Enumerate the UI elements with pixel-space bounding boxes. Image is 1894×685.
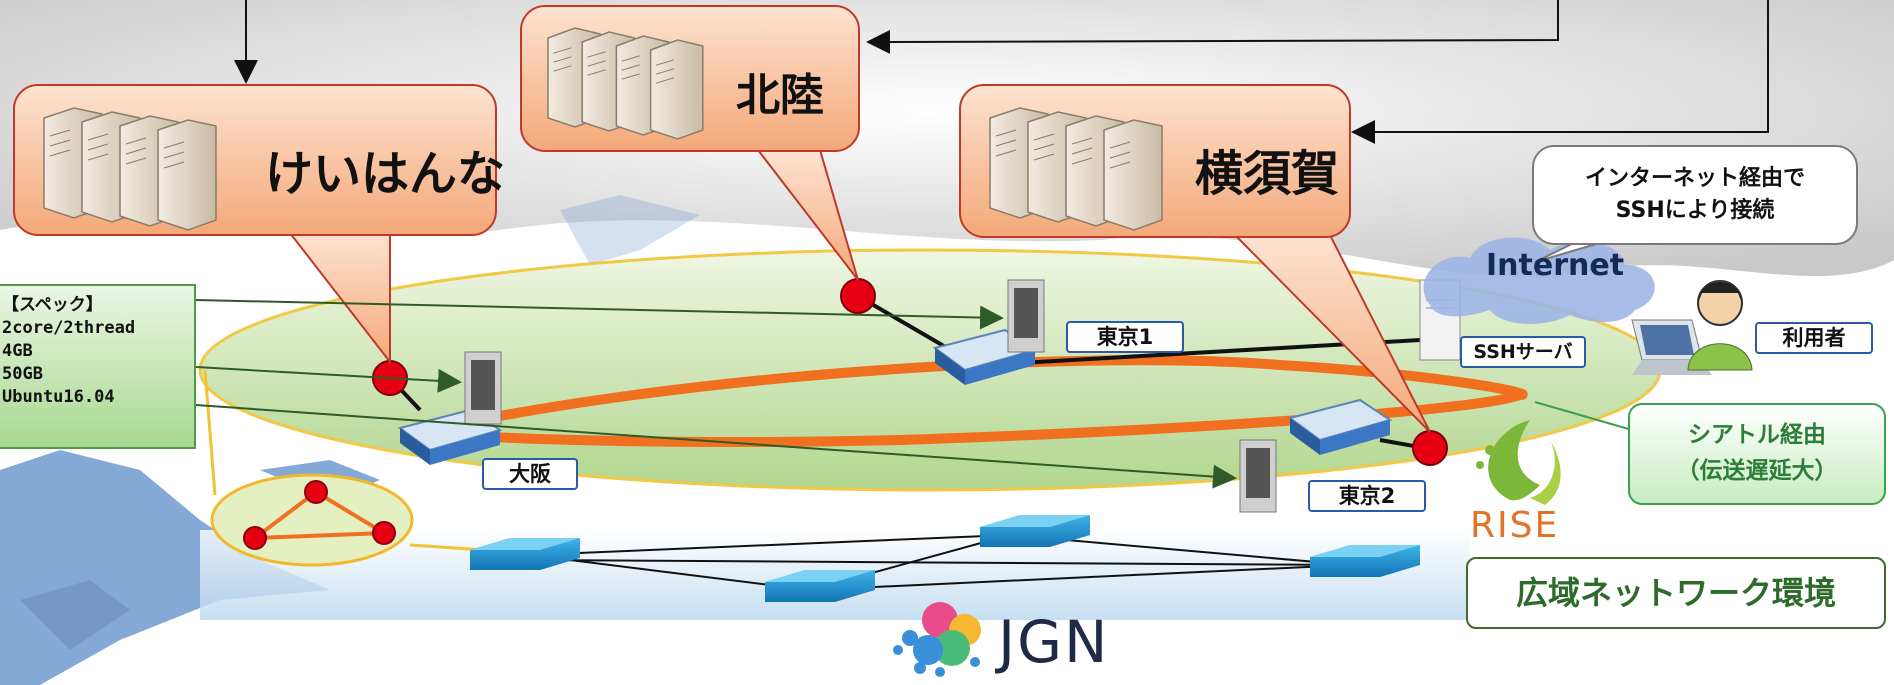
- node-hokuriku: [840, 278, 876, 314]
- server-rack-slot: [1109, 151, 1131, 159]
- spec-line: 50GB: [2, 364, 43, 384]
- server-rack-slot: [553, 56, 572, 63]
- internet-note-line1: インターネット経由で: [1584, 166, 1805, 191]
- server-rack-slot: [1109, 161, 1131, 169]
- server-rack-slot: [553, 65, 572, 72]
- user-person: [1687, 280, 1753, 371]
- server-rack: [157, 119, 217, 231]
- seattle-note-line1: シアトル経由: [1688, 422, 1826, 448]
- server-rack-slot: [1033, 143, 1055, 151]
- server-rack-slot: [163, 141, 185, 149]
- server-rack-slot: [49, 139, 71, 147]
- internet-cloud: [1423, 237, 1655, 325]
- server-rack-slot: [621, 73, 640, 80]
- server-rack-slot: [125, 137, 147, 145]
- server-rack-slot: [655, 68, 675, 75]
- internet-label: Internet: [1486, 248, 1625, 283]
- label-tokyo2: 東京2: [1308, 480, 1426, 512]
- server-rack-slot: [163, 151, 185, 159]
- server-rack-slot: [995, 149, 1017, 157]
- node-yokosuka: [1412, 430, 1448, 466]
- server-rack-slot: [1033, 133, 1055, 141]
- label-user: 利用者: [1755, 322, 1873, 354]
- server-rack-slot: [1071, 157, 1093, 165]
- server-rack-slot: [587, 69, 606, 76]
- switch-2: [980, 515, 1090, 547]
- server-rack-slot: [587, 60, 606, 67]
- server-rack: [649, 39, 704, 140]
- site-title-yokosuka: 横須賀: [1195, 146, 1339, 202]
- server-rack-slot: [125, 147, 147, 155]
- server-rack-slot: [1071, 137, 1093, 145]
- spec-arrows: [195, 299, 1237, 489]
- internet-note-line2: SSHにより接続: [1615, 198, 1775, 223]
- server-rack-slot: [995, 139, 1017, 147]
- spec-box: 【スペック】 2core/2thread 4GB 50GB Ubuntu16.0…: [0, 284, 196, 449]
- server-rack: [1103, 119, 1163, 231]
- label-ssh-server: SSHサーバ: [1460, 336, 1586, 368]
- server-rack-slot: [1033, 153, 1055, 161]
- jgn-logo-mark: [893, 602, 981, 677]
- label-tokyo1: 東京1: [1066, 321, 1184, 353]
- rise-logo-mark: [1476, 420, 1561, 505]
- switch-mesh-lines: [529, 534, 1351, 591]
- server-rack-slot: [587, 51, 606, 58]
- rise-logo-text: RISE: [1470, 505, 1560, 546]
- wan-label: 広域ネットワーク環境: [1466, 557, 1886, 629]
- server-rack-slot: [995, 129, 1017, 137]
- server-tokyo1: [1007, 279, 1045, 353]
- server-rack-slot: [1109, 141, 1131, 149]
- top-arrows: [234, 0, 1769, 144]
- orange-ring: [418, 355, 1528, 448]
- site-title-hokuriku: 北陸: [736, 70, 824, 121]
- router-tokyo2: [1287, 398, 1393, 455]
- server-rack-slot: [163, 161, 185, 169]
- server-rack-slot: [655, 59, 675, 66]
- site-title-keihanna: けいはんな: [265, 146, 505, 202]
- server-rack-slot: [125, 157, 147, 165]
- server-racks: [43, 27, 1163, 231]
- server-rack-slot: [1071, 147, 1093, 155]
- seattle-pointer: [1534, 401, 1633, 431]
- server-rack-slot: [553, 47, 572, 54]
- jgn-logo-text: JGN: [998, 608, 1110, 676]
- spec-line: 2core/2thread: [2, 318, 136, 338]
- switch-1: [470, 538, 580, 570]
- switch-3: [765, 570, 875, 602]
- server-rack-slot: [87, 143, 109, 151]
- server-rack-slot: [87, 133, 109, 141]
- server-rack-slot: [49, 149, 71, 157]
- spec-title: 【スペック】: [2, 295, 103, 315]
- server-rack-slot: [621, 55, 640, 62]
- server-rack-slot: [87, 153, 109, 161]
- server-osaka: [464, 351, 502, 425]
- spec-line: Ubuntu16.04: [2, 387, 115, 407]
- server-tokyo2: [1239, 439, 1277, 513]
- switch-4: [1310, 545, 1420, 577]
- internet-note: インターネット経由で SSHにより接続: [1532, 145, 1858, 245]
- label-osaka: 大阪: [482, 458, 578, 490]
- osaka-triangle: [243, 480, 396, 550]
- server-rack-slot: [49, 129, 71, 137]
- server-rack-slot: [655, 77, 675, 84]
- seattle-note-line2: （伝送遅延大）: [1676, 458, 1838, 484]
- server-rack-slot: [621, 64, 640, 71]
- spec-line: 4GB: [2, 341, 33, 361]
- seattle-note: シアトル経由 （伝送遅延大）: [1628, 403, 1886, 505]
